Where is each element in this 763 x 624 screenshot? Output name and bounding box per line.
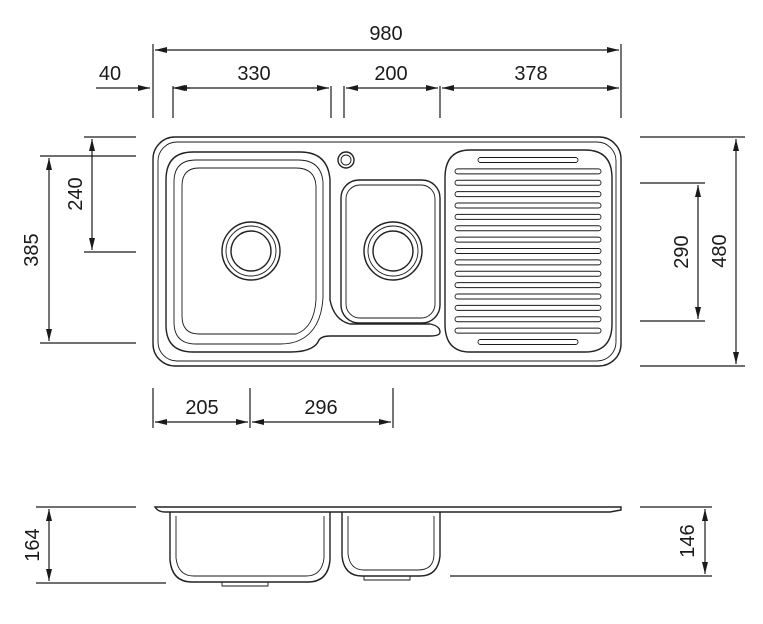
drainer-rib <box>454 327 602 334</box>
drainer-rib <box>454 270 602 277</box>
dim-large-bowl-depth: 385 <box>21 233 43 266</box>
dim-left-offset: 40 <box>99 63 121 85</box>
dim-drainer-depth: 290 <box>671 235 693 268</box>
plan-dimensions: 980 40 330 200 378 385 240 290 <box>21 23 745 428</box>
large-bowl-basin <box>181 167 317 335</box>
sink-plan-view <box>152 136 622 367</box>
large-bowl-inner <box>173 159 324 345</box>
drainer-outline <box>444 149 613 353</box>
dim-waste-offset-x: 205 <box>185 397 218 419</box>
side-small-bowl <box>341 512 441 577</box>
sink-side-view: 164 146 <box>22 506 712 587</box>
drainer-rib <box>454 191 602 198</box>
drainer-rib <box>477 157 579 163</box>
drainer-rib <box>454 213 602 220</box>
drainer-ribs <box>454 157 602 345</box>
dim-small-bowl-height: 146 <box>677 524 699 557</box>
large-bowl-outline <box>165 151 441 353</box>
dim-drainer-width: 378 <box>514 63 547 85</box>
dim-large-bowl-height: 164 <box>22 528 44 561</box>
sink-outer-rim <box>152 136 622 367</box>
drainer-rib <box>454 282 602 289</box>
drainer-rib <box>454 225 602 232</box>
tap-hole <box>337 151 355 169</box>
large-bowl-waste <box>221 221 281 281</box>
side-rim <box>153 506 622 513</box>
drainer-rib <box>454 304 602 311</box>
sink-inner-rim <box>157 141 617 362</box>
side-large-bowl <box>169 512 331 583</box>
dim-waste-spacing: 296 <box>304 397 337 419</box>
drainer-rib <box>454 316 602 323</box>
dim-overall-depth: 480 <box>709 234 731 267</box>
drainer-rib <box>454 202 602 209</box>
dim-small-bowl-width: 200 <box>374 63 407 85</box>
dim-large-bowl-width: 330 <box>237 63 270 85</box>
small-bowl-waste <box>363 221 423 281</box>
drainer-rib <box>454 168 602 175</box>
small-bowl-outline <box>340 179 441 324</box>
drainer-rib <box>477 339 579 345</box>
drainer-rib <box>454 293 602 300</box>
drainer-rib <box>454 259 602 266</box>
drainer-rib <box>454 248 602 254</box>
drainer-rib <box>454 236 602 243</box>
dim-waste-offset-y: 240 <box>65 177 87 210</box>
dim-overall-width: 980 <box>369 23 402 45</box>
drainer-rib <box>454 179 602 186</box>
small-bowl-basin <box>345 184 436 319</box>
tap-hole-inner <box>340 154 352 166</box>
